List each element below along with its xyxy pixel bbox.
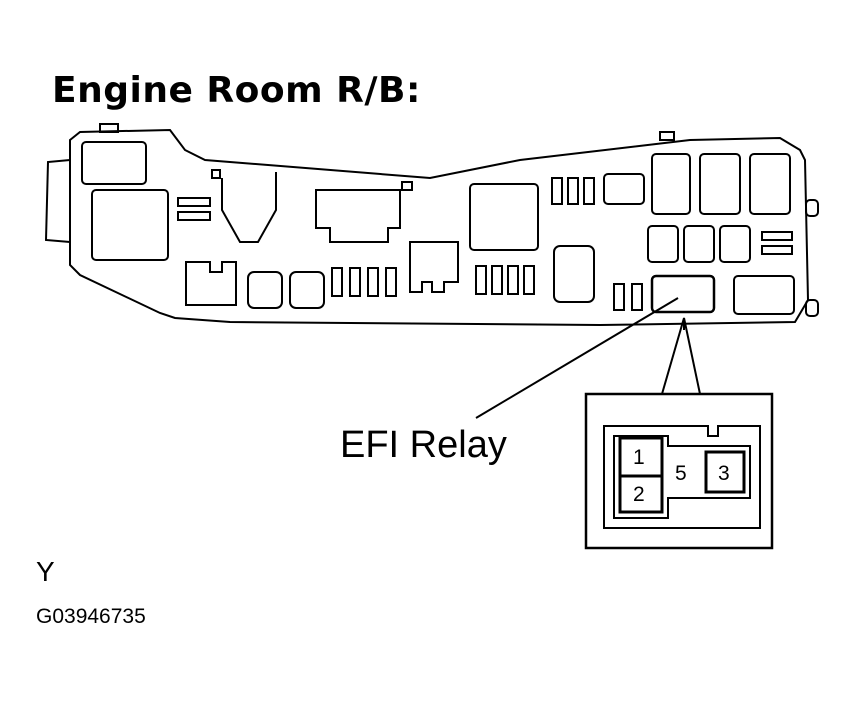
mini-fuse-7 xyxy=(507,265,519,295)
efi-relay-label: EFI Relay xyxy=(340,424,507,466)
mini-fuse-10 xyxy=(567,177,579,205)
relay-top-left xyxy=(81,141,147,185)
mini-fuse-6 xyxy=(491,265,503,295)
connector-detail-box xyxy=(584,392,774,550)
relay-right-2 xyxy=(699,153,741,215)
callout-pointer xyxy=(661,317,701,395)
left-mounting-tab xyxy=(44,159,71,243)
relay-block-housing xyxy=(69,128,810,327)
fuse-right-2 xyxy=(683,225,715,263)
connector-center xyxy=(409,241,459,293)
efi-relay-slot xyxy=(650,274,716,314)
right-tab-upper xyxy=(805,199,819,217)
relay-right-mid xyxy=(553,245,595,303)
mini-fuse-5 xyxy=(475,265,487,295)
mini-fuse-4 xyxy=(385,267,397,297)
relay-center xyxy=(315,189,401,243)
fuse-right-small-a xyxy=(761,231,793,241)
efi-leader-line xyxy=(475,297,679,419)
fuse-right-small-b xyxy=(761,245,793,255)
mini-fuse-8 xyxy=(523,265,535,295)
relay-right-3 xyxy=(749,153,791,215)
center-small-a xyxy=(401,181,413,191)
mini-fuse-2 xyxy=(349,267,361,297)
diagram-title: Engine Room R/B: xyxy=(52,70,421,111)
view-mark: Y xyxy=(36,556,55,587)
relay-right-bottom xyxy=(733,275,795,315)
fuse-bottom-a xyxy=(247,271,283,309)
figure-code: G03946735 xyxy=(36,605,146,628)
mini-fuse-3 xyxy=(367,267,379,297)
pin-3-label: 3 xyxy=(718,462,730,485)
fuse-right-top xyxy=(603,173,645,205)
center-notch xyxy=(221,172,277,243)
connector-bottom-left xyxy=(185,261,237,306)
relay-left-large xyxy=(91,189,169,261)
fuse-left-b xyxy=(177,211,211,221)
mini-fuse-11 xyxy=(583,177,595,205)
fuse-right-3 xyxy=(719,225,751,263)
mini-fuse-9 xyxy=(551,177,563,205)
fuse-right-1 xyxy=(647,225,679,263)
relay-right-1 xyxy=(651,153,691,215)
pin-box-2 xyxy=(618,474,664,514)
mini-fuse-13 xyxy=(631,283,643,311)
fuse-bottom-b xyxy=(289,271,325,309)
mini-fuse-1 xyxy=(331,267,343,297)
fuse-left-a xyxy=(177,197,211,207)
pin-5-label: 5 xyxy=(675,462,687,485)
connector-outline xyxy=(603,425,761,529)
pin-2-label: 2 xyxy=(633,483,645,506)
pin-1-label: 1 xyxy=(633,446,645,469)
right-tab-lower xyxy=(805,299,819,317)
pin-box-3 xyxy=(704,450,746,494)
notch-marker xyxy=(211,169,221,179)
top-tab-right xyxy=(659,131,675,141)
top-tab-left xyxy=(99,123,119,133)
connector-inner xyxy=(613,435,751,519)
mini-fuse-12 xyxy=(613,283,625,311)
relay-center-right xyxy=(469,183,539,251)
